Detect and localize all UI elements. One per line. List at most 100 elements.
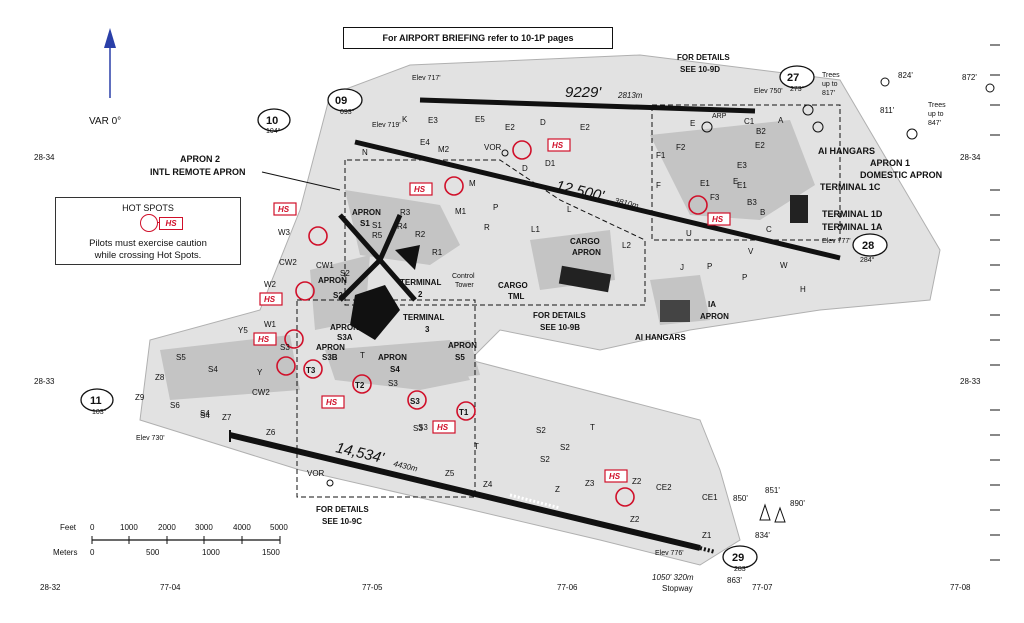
svg-text:Feet: Feet <box>60 523 77 532</box>
apron-s3a-num: S3A <box>337 333 353 342</box>
cargo-apron-label: CARGO <box>570 237 600 246</box>
svg-text:HS: HS <box>437 423 449 432</box>
taxiway-label: E5 <box>475 115 485 124</box>
taxiway-label: U <box>686 229 692 238</box>
ai-hangars-bottom-label: AI HANGARS <box>635 333 686 342</box>
taxiway-label: C1 <box>744 117 755 126</box>
north-arrow-icon <box>104 28 116 48</box>
elev-28: Elev 777' <box>822 238 851 245</box>
taxiway-label: C <box>766 225 772 234</box>
svg-text:HS: HS <box>414 185 426 194</box>
taxiway-label: P <box>742 273 747 282</box>
hotspot-badge-8: HS <box>707 212 731 226</box>
taxiway-label: E1 <box>700 179 710 188</box>
legend-hs-badge: HS <box>159 217 183 230</box>
cargo-apron-label-2: APRON <box>572 248 601 257</box>
terminal-2-num: 2 <box>418 290 423 299</box>
terminal-1a-label: TERMINAL 1A <box>822 222 883 232</box>
terminal-1c-label: TERMINAL 1C <box>820 182 881 192</box>
svg-text:4000: 4000 <box>233 523 251 532</box>
apron2-leader <box>261 171 341 191</box>
taxiway-label: B2 <box>756 127 766 136</box>
legend-caution-line2: while crossing Hot Spots. <box>94 250 202 261</box>
lat-top-left: 28-34 <box>34 153 55 162</box>
svg-text:3000: 3000 <box>195 523 213 532</box>
taxiway-label: S3 <box>413 424 423 433</box>
arp-label: ARP <box>712 113 727 120</box>
svg-text:0: 0 <box>90 523 95 532</box>
svg-text:890': 890' <box>790 499 805 508</box>
hotspot-badge-5: HS <box>253 332 277 346</box>
terminal-1d-label: TERMINAL 1D <box>822 209 883 219</box>
svg-text:28: 28 <box>862 240 874 252</box>
lat-bottom-left: 28-32 <box>40 583 61 592</box>
taxiway-label: T <box>360 351 365 360</box>
lat-mid-right: 28-33 <box>960 377 981 386</box>
elev-09: Elev 717' <box>412 75 441 82</box>
svg-text:up to: up to <box>822 81 838 88</box>
rwy-28-badge: 28 284° <box>852 233 888 264</box>
terminal-3-num: 3 <box>425 325 430 334</box>
details-10-9d-line1: FOR DETAILS <box>677 53 730 62</box>
svg-text:09: 09 <box>335 95 347 107</box>
svg-text:HS: HS <box>258 335 270 344</box>
intl-remote-apron-label: INTL REMOTE APRON <box>150 167 246 177</box>
rwy-11-badge: 11 103° <box>80 388 114 416</box>
taxiway-label: M <box>469 179 476 188</box>
hotspot-code-s3: S3 <box>410 397 420 406</box>
rwy-09-27-length-m: 2813m <box>617 91 643 100</box>
runway-10-28 <box>354 139 841 261</box>
taxiway-label: Z5 <box>445 469 455 478</box>
legend-hotspot-ring-icon <box>140 214 158 232</box>
details-10-9b-line2: SEE 10-9B <box>540 323 580 332</box>
hotspot-code-t3: T3 <box>306 366 316 375</box>
approach-lights-29 <box>509 493 561 510</box>
taxiway-label: E1 <box>737 181 747 190</box>
taxiway-label: E2 <box>755 141 765 150</box>
taxiway-label: D <box>540 118 546 127</box>
svg-text:863': 863' <box>727 576 742 585</box>
taxiway-label: H <box>800 285 806 294</box>
ia-apron-label: IA <box>708 300 716 309</box>
cargo-terminal-building <box>558 265 612 293</box>
taxiway-label: E <box>733 177 738 186</box>
hotspot-code-t2: T2 <box>355 381 365 390</box>
svg-text:1000: 1000 <box>202 548 220 557</box>
taxiway-label: R3 <box>400 208 411 217</box>
taxiway-label: CW2 <box>279 258 297 267</box>
svg-text:811': 811' <box>880 106 895 115</box>
apron-s3a-label: APRON <box>330 323 359 332</box>
details-10-9c-line2: SEE 10-9C <box>322 517 362 526</box>
vor-bottom-icon <box>326 479 334 487</box>
hotspot-badge-4: HS <box>259 292 283 306</box>
lon-77-05: 77-05 <box>362 583 383 592</box>
taxiway-label: E3 <box>737 161 747 170</box>
taxiway-label: P <box>493 203 498 212</box>
rwy-09-27-length: 9229' <box>565 84 602 101</box>
lon-77-06: 77-06 <box>557 583 578 592</box>
rwy-09-badge: 09 093° <box>327 88 363 116</box>
apron1-label: APRON 1 <box>870 158 910 168</box>
svg-text:HS: HS <box>278 205 290 214</box>
legend-caution-line1: Pilots must exercise caution <box>89 238 207 249</box>
taxiway-label: W3 <box>278 228 291 237</box>
taxiway-label: L1 <box>531 225 540 234</box>
details-10-9b-line1: FOR DETAILS <box>533 311 586 320</box>
svg-text:11: 11 <box>90 395 102 407</box>
svg-text:283°: 283° <box>734 565 749 573</box>
elev-10: Elev 719' <box>372 122 401 129</box>
runway-09-27 <box>419 97 756 114</box>
terminal-3-label: TERMINAL <box>403 313 444 322</box>
legend-connector <box>157 222 160 223</box>
taxiway-label: T <box>590 423 595 432</box>
svg-text:Meters: Meters <box>53 548 77 557</box>
svg-text:HS: HS <box>712 215 724 224</box>
taxiway-label: A <box>778 116 784 125</box>
hotspot-badge-3: HS <box>273 202 297 216</box>
taxiway-label: S3 <box>280 343 290 352</box>
svg-text:27: 27 <box>787 72 799 84</box>
control-tower-label-2: Tower <box>455 282 474 289</box>
stopway-length: 1050' 320m <box>652 573 694 582</box>
taxiway-label: Z4 <box>483 480 493 489</box>
taxiway-label: M1 <box>455 207 467 216</box>
